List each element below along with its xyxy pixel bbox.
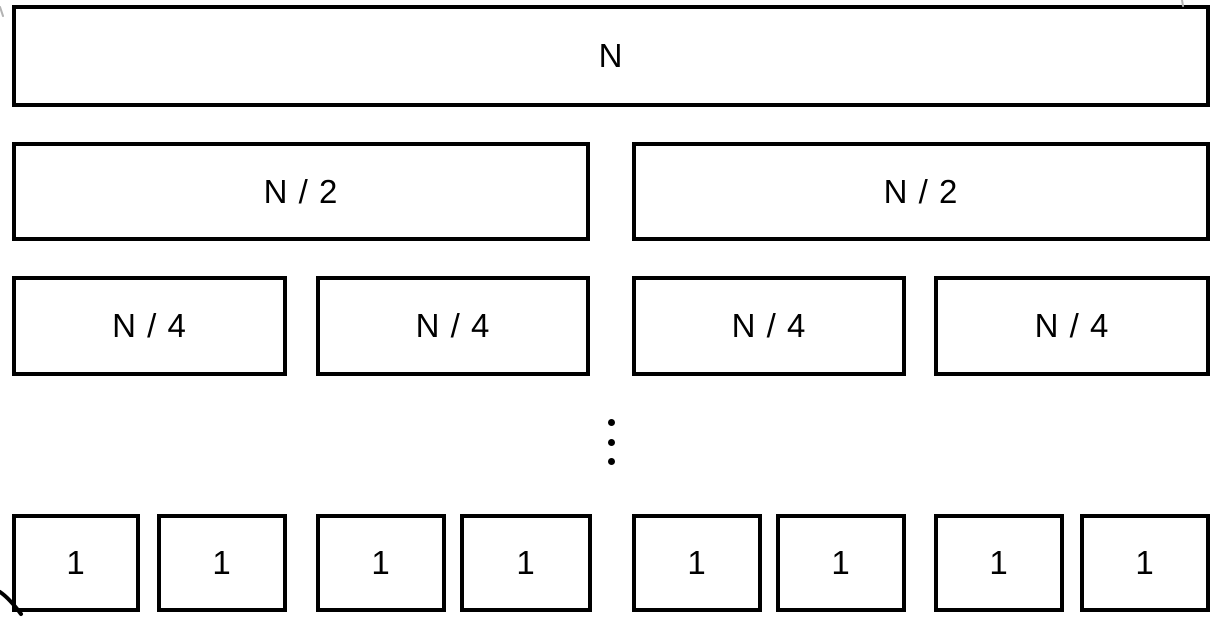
- tree-node-label: N / 4: [415, 307, 491, 344]
- ellipsis-dot: [607, 438, 615, 446]
- tree-node-label: 1: [687, 544, 707, 581]
- tree-node-label: 1: [516, 544, 536, 581]
- cropped-mark-top-right: [1181, 0, 1184, 7]
- tree-node-box-level-base: 1: [776, 514, 906, 612]
- tree-node-box-level-1: N / 2: [12, 142, 590, 241]
- tree-node-box-level-0: N: [12, 5, 1210, 107]
- tree-node-box-level-base: 1: [460, 514, 592, 612]
- tree-node-label: 1: [212, 544, 232, 581]
- tree-node-label: 1: [371, 544, 391, 581]
- tree-node-box-level-base: 1: [934, 514, 1064, 612]
- tree-node-box-level-2: N / 4: [12, 276, 287, 376]
- tree-node-label: N / 4: [731, 307, 807, 344]
- tree-node-box-level-2: N / 4: [632, 276, 906, 376]
- tree-node-box-level-2: N / 4: [934, 276, 1210, 376]
- tree-node-box-level-1: N / 2: [632, 142, 1210, 241]
- tree-node-label: N / 2: [263, 172, 339, 210]
- vertical-ellipsis: [605, 419, 617, 465]
- tree-node-label: N / 2: [883, 172, 959, 210]
- tree-node-label: N / 4: [1034, 307, 1110, 344]
- tree-node-box-level-base: 1: [157, 514, 287, 612]
- tree-node-label: 1: [66, 544, 86, 581]
- ellipsis-dot: [607, 458, 615, 465]
- tree-node-label: 1: [989, 544, 1009, 581]
- tree-node-label: N: [598, 37, 624, 74]
- tree-node-box-level-base: 1: [12, 514, 140, 612]
- tree-node-box-level-base: 1: [316, 514, 446, 612]
- tree-node-label: N / 4: [112, 307, 187, 344]
- cropped-mark-top-left: [0, 6, 4, 17]
- ellipsis-dot: [607, 419, 615, 426]
- cropped-stroke-bottom-left: [0, 590, 23, 616]
- tree-node-label: 1: [1135, 544, 1155, 581]
- tree-node-label: 1: [831, 544, 851, 581]
- tree-node-box-level-2: N / 4: [316, 276, 590, 376]
- tree-node-box-level-base: 1: [632, 514, 762, 612]
- tree-node-box-level-base: 1: [1080, 514, 1210, 612]
